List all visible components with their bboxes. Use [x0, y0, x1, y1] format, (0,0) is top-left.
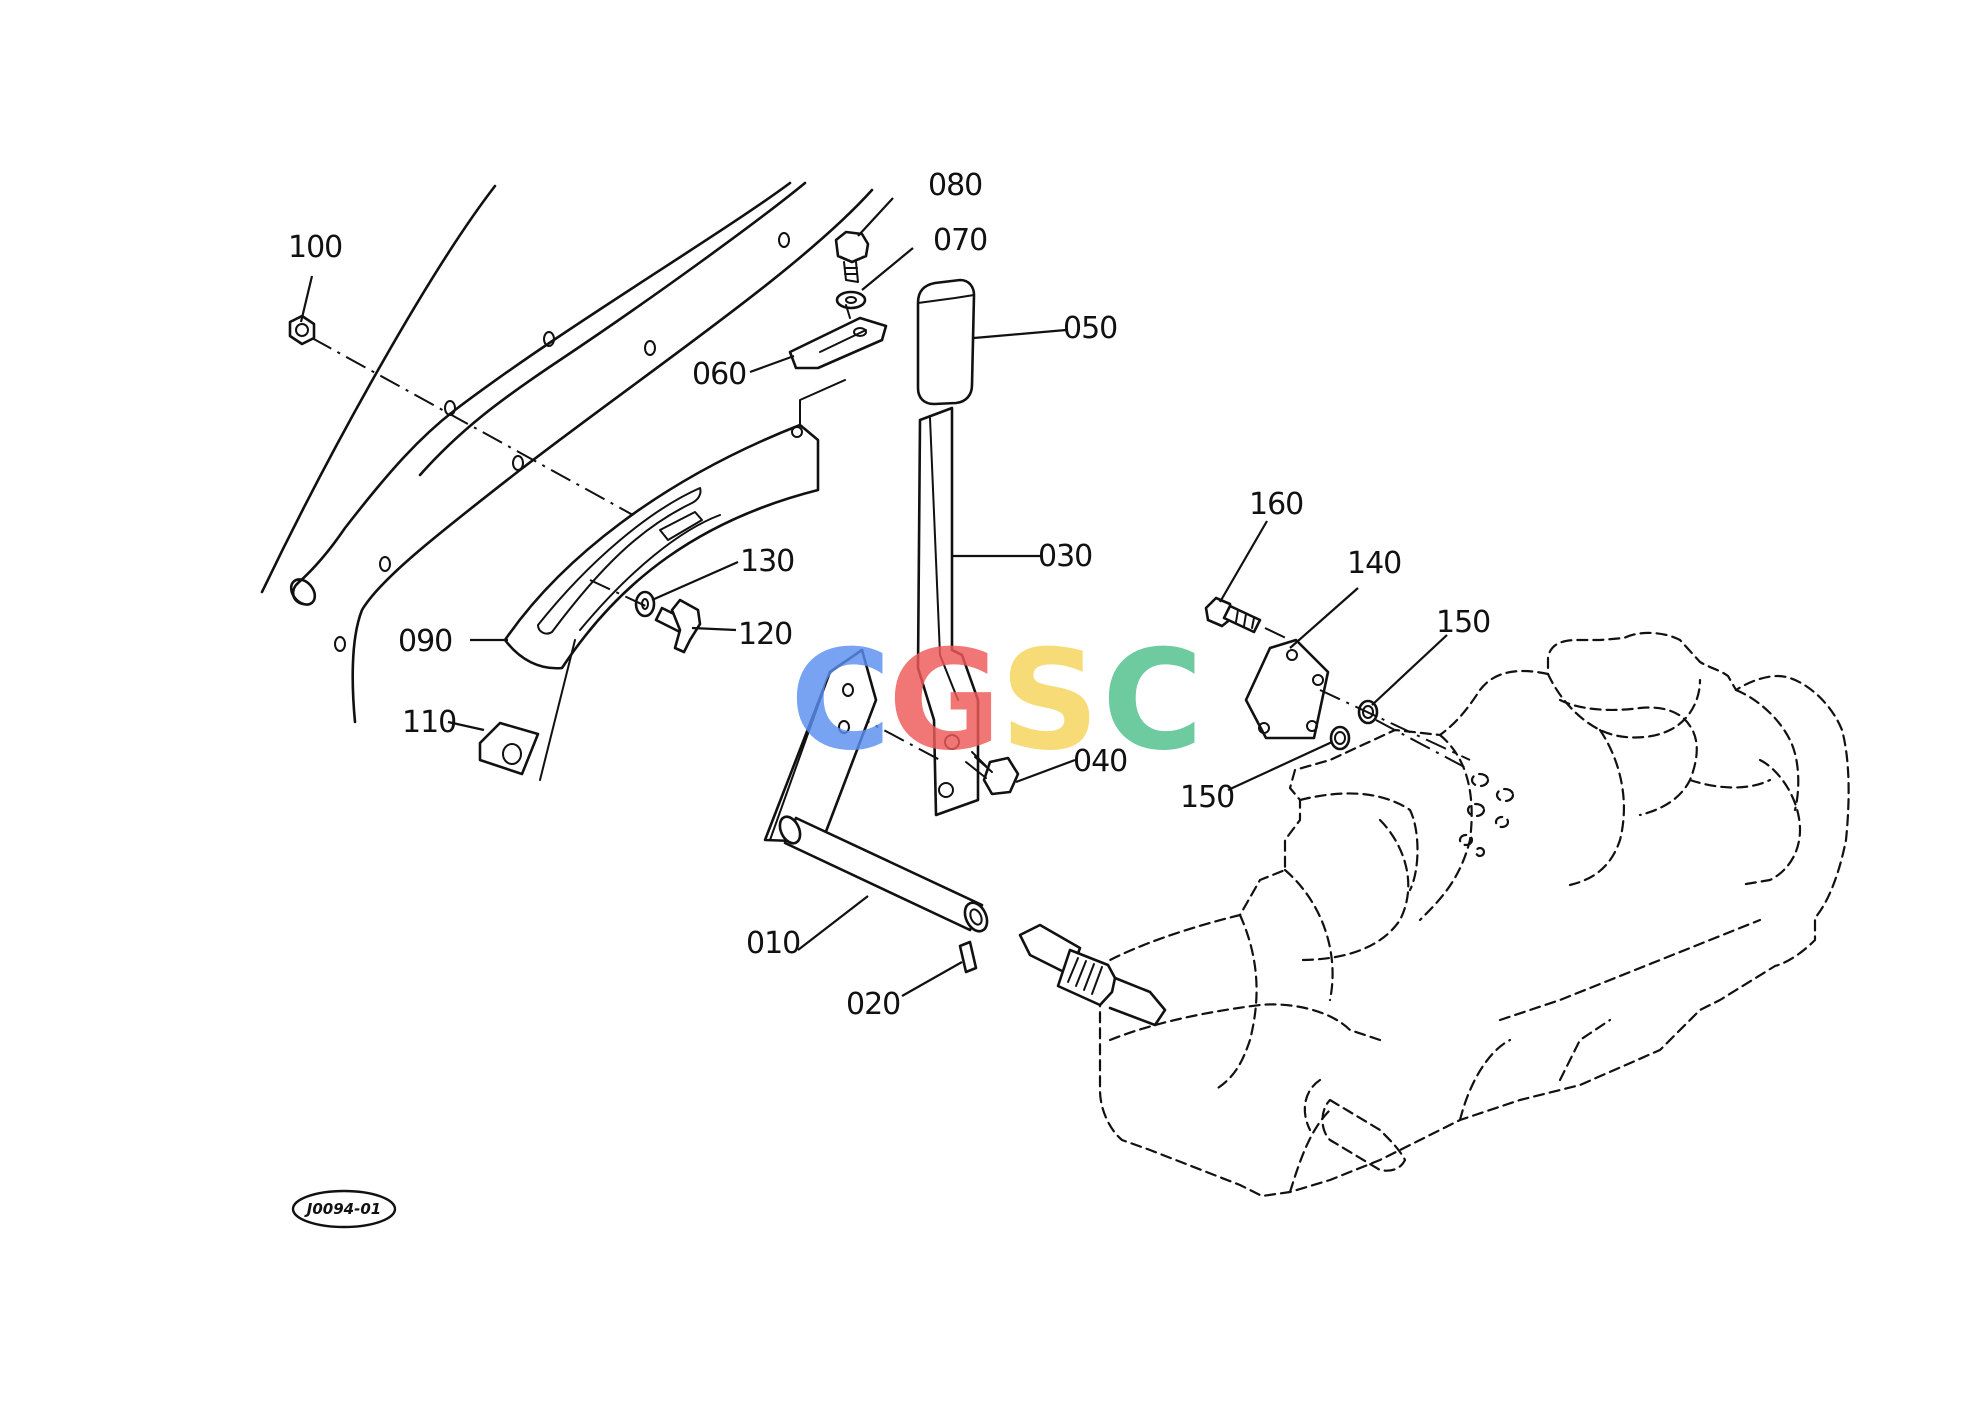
- callout-040: 040: [1073, 744, 1127, 779]
- fender-panel: [260, 181, 874, 724]
- callout-150b: 150: [1180, 780, 1234, 815]
- part-140-plate: [1244, 638, 1330, 740]
- part-020-pin: [958, 940, 978, 974]
- callout-130: 130: [740, 544, 794, 579]
- center-line-140: [1319, 689, 1471, 761]
- input-shaft: [1018, 923, 1167, 1027]
- callout-090: 090: [398, 624, 452, 659]
- part-010-shaft: [778, 815, 989, 933]
- callout-060: 060: [692, 357, 746, 392]
- lever-bracket-plate: [763, 648, 878, 844]
- callout-070: 070: [933, 223, 987, 258]
- part-130-washer: [634, 590, 656, 618]
- center-line-150: [1375, 719, 1471, 771]
- part-120-wing-bolt: [589, 579, 702, 654]
- callout-150a: 150: [1436, 605, 1490, 640]
- watermark-letter-c1: C: [790, 620, 891, 781]
- part-060-bracket: [788, 304, 888, 370]
- part-090-guide: [503, 379, 846, 670]
- callout-100: 100: [288, 230, 342, 265]
- cgsc-watermark: C G S C: [790, 620, 1203, 781]
- callout-050: 050: [1063, 311, 1117, 346]
- part-030-lever: [916, 406, 980, 817]
- part-070-washer: [835, 290, 867, 310]
- transmission-housing: [1098, 631, 1850, 1198]
- part-050-grip: [916, 278, 976, 406]
- watermark-letter-g: G: [888, 620, 1001, 781]
- callout-120: 120: [738, 617, 792, 652]
- callout-140: 140: [1347, 546, 1401, 581]
- part-040-bolt: [849, 711, 1020, 796]
- callout-030: 030: [1038, 539, 1092, 574]
- watermark-letter-c2: C: [1102, 620, 1203, 781]
- watermark-letter-s: S: [1000, 620, 1099, 781]
- callout-labels: 100 080 070 050 060 030 130 120 090 110 …: [288, 168, 1491, 1022]
- part-110-plate: [478, 639, 576, 781]
- callout-080: 080: [928, 168, 982, 203]
- callout-010: 010: [746, 926, 800, 961]
- part-150-oring-b: [1329, 725, 1351, 751]
- center-line-100: [311, 337, 643, 521]
- figure-code: J0094-01: [304, 1200, 381, 1218]
- callout-160: 160: [1249, 487, 1303, 522]
- callout-110: 110: [402, 705, 456, 740]
- part-160-bolt: [1204, 596, 1291, 641]
- figure-code-badge: J0094-01: [291, 1189, 397, 1229]
- leader-lines: [299, 197, 1448, 997]
- callout-020: 020: [846, 987, 900, 1022]
- part-080-bolt: [834, 230, 870, 283]
